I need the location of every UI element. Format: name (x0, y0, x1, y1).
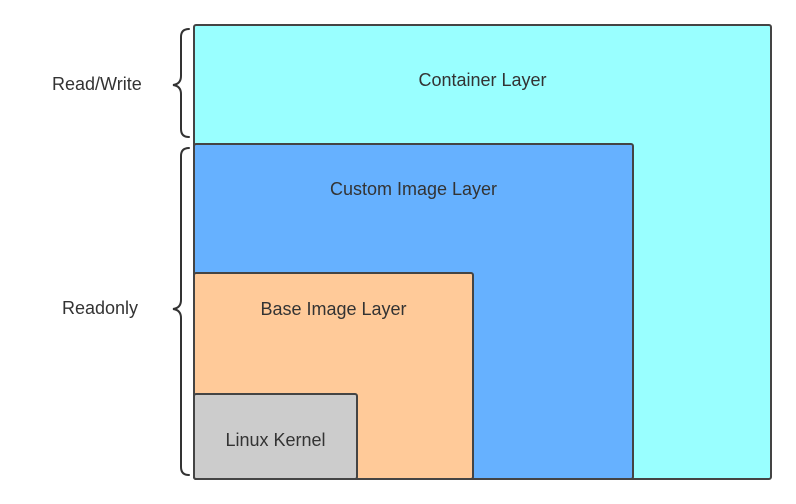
read-write-label: Read/Write (52, 74, 142, 94)
readonly-label: Readonly (62, 298, 139, 318)
linux-kernel-label: Linux Kernel (225, 430, 326, 450)
container-layer-label: Container Layer (418, 70, 547, 90)
readonly-brace (172, 147, 190, 476)
read-write-brace (172, 28, 190, 138)
custom-image-layer-label: Custom Image Layer (329, 179, 498, 199)
base-image-layer-label: Base Image Layer (260, 299, 407, 319)
linux-kernel-box: Linux Kernel (193, 393, 358, 480)
